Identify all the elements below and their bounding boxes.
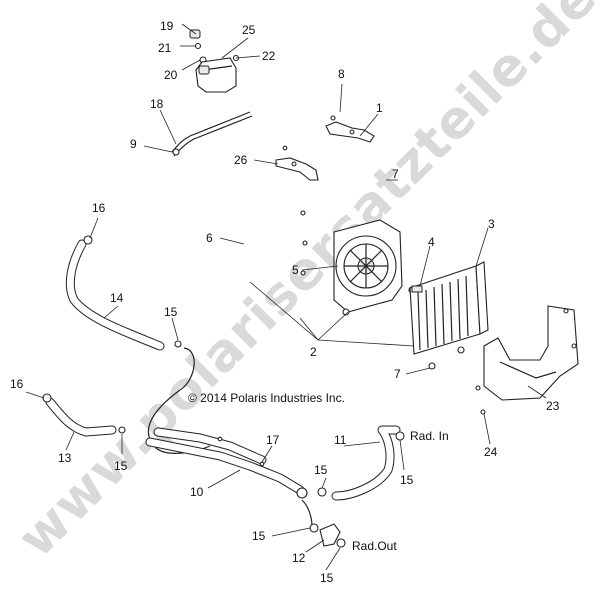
bracket-1 xyxy=(325,115,375,143)
callout-7-top: 7 xyxy=(392,167,399,181)
hose-14 xyxy=(65,235,182,351)
bleed-line xyxy=(147,347,211,454)
fan-shroud xyxy=(300,210,416,316)
callout-15-left: 15 xyxy=(114,459,128,473)
callout-15-bottom: 15 xyxy=(320,571,334,585)
watermark: www.polarisersatzteile.de xyxy=(7,0,603,569)
bleed-hose xyxy=(171,111,253,157)
hose-13 xyxy=(42,393,126,437)
callout-4: 4 xyxy=(428,235,435,249)
callout-5: 5 xyxy=(292,263,299,277)
callout-9: 9 xyxy=(130,137,137,151)
callout-15-upper: 15 xyxy=(164,305,178,319)
copyright-notice: © 2014 Polaris Industries Inc. xyxy=(188,391,345,405)
callout-16-top: 16 xyxy=(92,201,106,215)
lower-shield xyxy=(475,305,579,415)
bracket-26 xyxy=(275,145,319,181)
elbow-12 xyxy=(301,499,346,548)
callout-8: 8 xyxy=(338,67,345,81)
callout-11: 11 xyxy=(334,433,347,447)
callout-18: 18 xyxy=(150,97,164,111)
callout-12: 12 xyxy=(292,551,306,565)
callout-26: 26 xyxy=(234,153,248,167)
callout-23: 23 xyxy=(546,399,560,413)
callout-24: 24 xyxy=(484,445,498,459)
radiator xyxy=(409,261,489,370)
leader-lines xyxy=(25,23,547,571)
callout-3: 3 xyxy=(488,217,495,231)
callout-25: 25 xyxy=(242,23,256,37)
callout-16-left: 16 xyxy=(10,377,24,391)
callout-13: 13 xyxy=(58,451,72,465)
callout-7-bottom: 7 xyxy=(394,367,401,381)
callout-17: 17 xyxy=(266,433,280,447)
callout-22: 22 xyxy=(262,49,276,63)
callout-10: 10 xyxy=(190,485,204,499)
hose-11 xyxy=(317,425,405,501)
callout-15-center: 15 xyxy=(314,463,328,477)
rad-out-label: Rad.Out xyxy=(352,539,397,553)
coolant-reservoir xyxy=(189,29,240,93)
rad-in-label: Rad. In xyxy=(410,429,449,443)
pipe-10 xyxy=(145,427,308,499)
callout-2: 2 xyxy=(310,345,317,359)
callout-14: 14 xyxy=(110,291,124,305)
callout-20: 20 xyxy=(164,68,178,82)
callout-19: 19 xyxy=(160,19,174,33)
callout-6: 6 xyxy=(206,231,213,245)
callouts: 19 21 20 25 22 18 9 8 1 26 7 6 5 4 3 2 7… xyxy=(10,19,560,585)
callout-1: 1 xyxy=(376,101,383,115)
callout-21: 21 xyxy=(158,41,172,55)
callout-15-right: 15 xyxy=(400,473,414,487)
callout-15-bottom-left: 15 xyxy=(252,529,266,543)
